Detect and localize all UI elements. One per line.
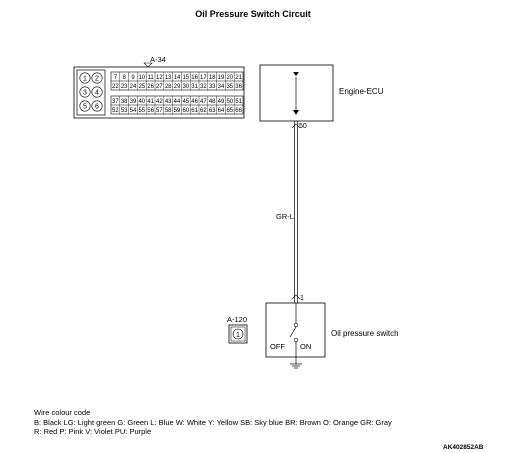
connector-large-pin-number: 5 [83,104,87,111]
connector-pin-number: 45 [182,99,189,105]
connector-pin-number: 17 [200,75,207,81]
connector-pin-number: 19 [218,75,225,81]
connector-large-pin [91,72,103,84]
connector-a120: 1 [228,324,248,344]
connector-pin-number: 65 [226,108,233,114]
connector-pin-number: 64 [218,108,225,114]
legend-title: Wire colour code [34,408,91,417]
connector-large-pin [91,100,103,112]
engine-ecu-label: Engine-ECU [339,87,384,96]
connector-pin-number: 14 [174,75,181,81]
connector-pin-number: 58 [165,108,172,114]
ecu-pin-number: 50 [299,123,307,130]
connector-pin-number: 61 [191,108,198,114]
connector-pin-number: 8 [123,75,127,81]
connector-pin-number: 34 [218,84,225,90]
connector-pin-number: 40 [138,99,145,105]
oil-pressure-switch [265,302,326,369]
connector-pin-number: 47 [200,99,207,105]
legend-line-2: R: Red P: Pink V: Violet PU: Purple [34,427,152,436]
connector-pin-number: 49 [218,99,225,105]
connector-pin-number: 48 [209,99,216,105]
connector-pin-number: 35 [226,84,233,90]
connector-pin-number: 63 [209,108,216,114]
connector-a34-label: A-34 [150,55,166,64]
connector-pin-number: 30 [182,84,189,90]
oil-pressure-switch-label: Oil pressure switch [331,329,399,338]
connector-large-pin [79,72,91,84]
ground-icon [290,363,302,369]
connector-pin-number: 29 [174,84,181,90]
connector-pin-number: 21 [235,75,242,81]
connector-pin-number: 20 [226,75,233,81]
connector-pin-number: 16 [191,75,198,81]
connector-pin-number: 51 [235,99,242,105]
switch-on-label: ON [300,342,312,351]
engine-ecu-box [259,64,334,122]
connector-pin-number: 10 [138,75,145,81]
connector-pin-number: 36 [235,84,242,90]
connector-pin-number: 43 [165,99,172,105]
connector-pin-number: 52 [112,108,119,114]
connector-pin-number: 46 [191,99,198,105]
connector-pin-number: 32 [200,84,207,90]
connector-pin-number: 28 [165,84,172,90]
connector-pin-number: 54 [130,108,137,114]
connector-pin-number: 11 [147,75,154,81]
connector-pin-number: 31 [191,84,198,90]
connector-pin-number: 62 [200,108,207,114]
connector-large-pin [91,86,103,98]
connector-pin-number: 18 [209,75,216,81]
legend-line-1: B: Black LG: Light green G: Green L: Blu… [34,418,392,427]
connector-pin-number: 7 [114,75,118,81]
connector-pin-number: 42 [156,99,163,105]
connector-large-pin-number: 4 [95,90,99,97]
diagram-title: Oil Pressure Switch Circuit [195,9,311,19]
connector-pin-number: 15 [182,75,189,81]
switch-off-label: OFF [270,342,285,351]
connector-pin-number: 24 [130,84,137,90]
connector-large-pin-number: 3 [83,90,87,97]
connector-pin-number: 59 [174,108,181,114]
connector-pin-number: 50 [226,99,233,105]
connector-pin-number: 57 [156,108,163,114]
connector-pin-number: 66 [235,108,242,114]
connector-pin-number: 56 [147,108,154,114]
connector-pin-number: 13 [165,75,172,81]
connector-pin-number: 44 [174,99,181,105]
connector-pin-number: 26 [147,84,154,90]
connector-pin-number: 23 [121,84,128,90]
connector-pin-number: 37 [112,99,119,105]
connector-a120-label: A-120 [227,315,248,324]
connector-large-pin [79,86,91,98]
wire-gr-l [291,121,301,303]
connector-large-pin-number: 2 [95,76,99,83]
connector-pin-number: 60 [182,108,189,114]
connector-pin-number: 22 [112,84,119,90]
connector-large-pin-number: 1 [83,76,87,83]
connector-pin-number: 33 [209,84,216,90]
a120-pin-number: 1 [236,332,240,339]
connector-large-pin [79,100,91,112]
connector-pin-number: 12 [156,75,163,81]
connector-pin-number: 41 [147,99,154,105]
connector-pin-number: 39 [130,99,137,105]
connector-pin-number: 9 [131,75,135,81]
connector-large-pin-number: 6 [95,104,99,111]
connector-pin-number: 55 [138,108,145,114]
switch-pin-number: 1 [300,295,304,302]
figure-code: AK402852AB [443,444,484,451]
wire-color-label: GR-L [276,212,294,221]
connector-pin-number: 27 [156,84,163,90]
connector-pin-number: 53 [121,108,128,114]
connector-key-marker [143,62,153,68]
connector-pin-number: 25 [138,84,145,90]
connector-pin-number: 38 [121,99,128,105]
